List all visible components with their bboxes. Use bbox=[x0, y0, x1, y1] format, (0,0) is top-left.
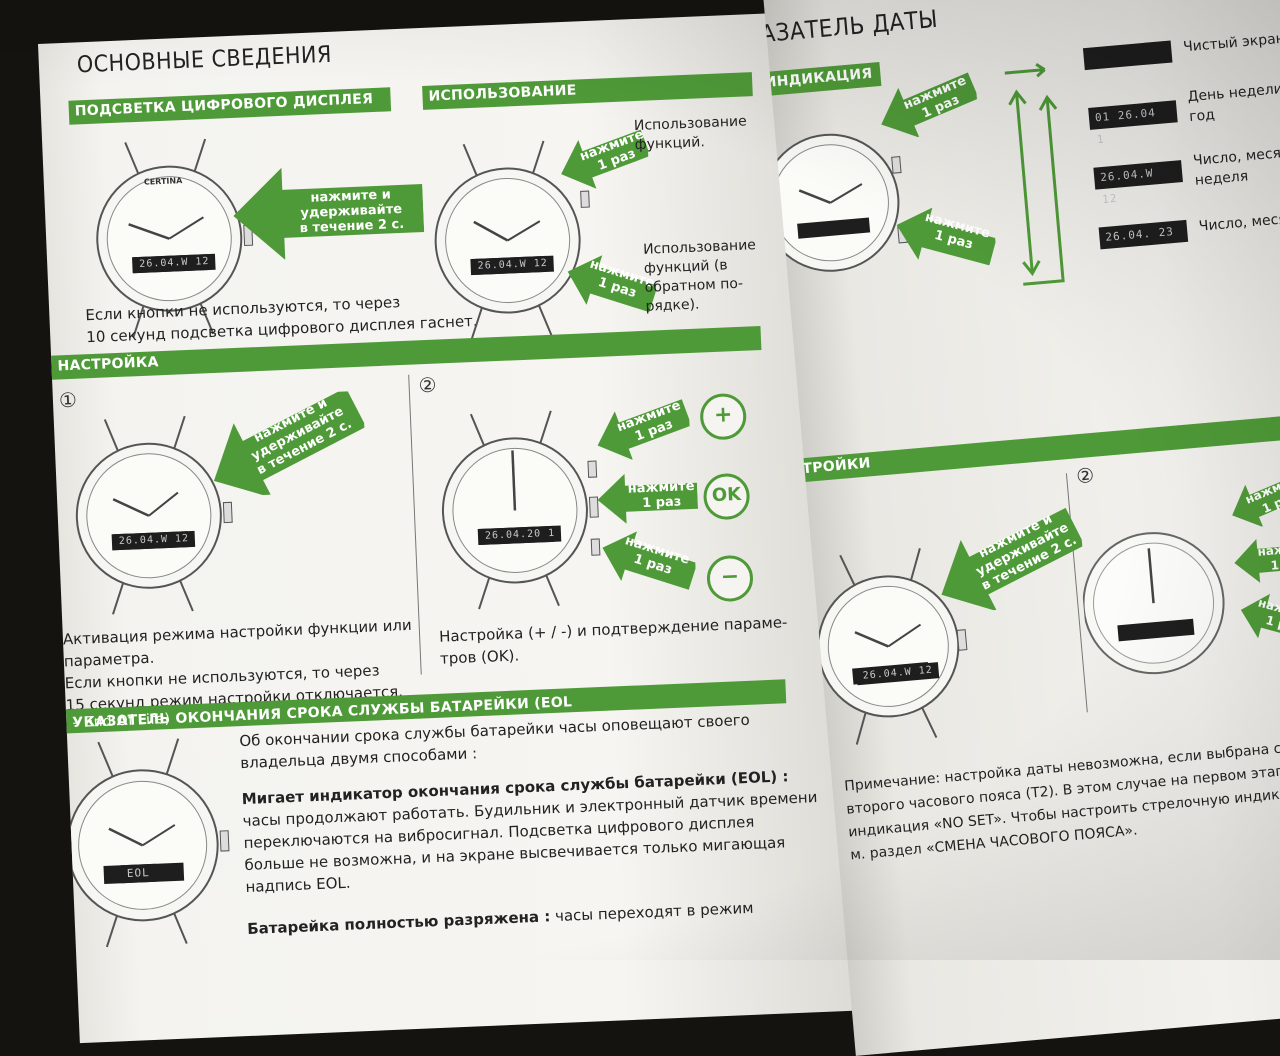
minus-button-icon: − bbox=[706, 554, 754, 603]
lcd-label-day-year: День недели, ч год bbox=[1186, 79, 1280, 126]
section-bar-indication: ИНДИКАЦИЯ bbox=[760, 61, 882, 98]
watch-lcd: 26.04.W 12 bbox=[133, 253, 216, 274]
arrow-press-once-top bbox=[561, 129, 650, 189]
arrow-settings-plus bbox=[1232, 473, 1280, 528]
watch-illustration-eol bbox=[66, 738, 230, 948]
arrow-indication-bottom bbox=[896, 207, 997, 266]
lcd-row-blank bbox=[1082, 40, 1173, 71]
arrow-settings-minus bbox=[1240, 593, 1280, 643]
arrow-settings-ok-label: нажмите 1 раз bbox=[1256, 539, 1280, 573]
arrow-press-once-bottom bbox=[567, 255, 657, 313]
watch-illustration-setting-2 bbox=[441, 410, 601, 610]
plus-button-icon: + bbox=[699, 392, 748, 441]
lcd-label-date-month: Число, месяц, bbox=[1198, 209, 1280, 235]
lcd-row-date-week: 26.04.W 12 bbox=[1093, 160, 1183, 206]
watch-lcd-eol: EOL bbox=[120, 863, 157, 884]
left-page: ОСНОВНЫЕ СВЕДЕНИЯ ПОДСВЕТКА ЦИФРОВОГО ДИ… bbox=[38, 11, 860, 1044]
section-bar-usage: ИСПОЛЬЗОВАНИЕ bbox=[422, 72, 753, 110]
page-title-partial: АЗАТЕЛЬ ДАТЫ bbox=[760, 4, 939, 49]
usage-top-text: Использование функций. bbox=[633, 113, 747, 154]
arrow-ok bbox=[597, 473, 699, 524]
arrow-minus bbox=[602, 531, 697, 590]
watch-illustration-indication bbox=[766, 133, 908, 272]
arrow-indication-top bbox=[881, 72, 979, 138]
cycle-bracket bbox=[1004, 63, 1065, 286]
eol-dead-paragraph: Батарейка полностью разряжена : часы пер… bbox=[246, 898, 754, 939]
lcd-row-date-month: 26.04. 23 bbox=[1098, 219, 1189, 250]
arrow-settings-hold-2s bbox=[941, 507, 1085, 612]
arrow-hold-2s bbox=[233, 167, 425, 260]
section-bar-backlight: ПОДСВЕТКА ЦИФРОВОГО ДИСПЛЕЯ bbox=[68, 87, 392, 125]
brand-logo: CERTINA bbox=[143, 176, 183, 187]
section-title-settings: ТРОЙКИ bbox=[801, 455, 872, 478]
lcd-label-blank: Чистый экран bbox=[1182, 30, 1280, 56]
eol-blink-paragraph: Мигает индикатор окончания срока службы … bbox=[241, 767, 818, 897]
arrow-ok-label: нажмите 1 раз bbox=[627, 478, 695, 512]
section-bar-settings: ТРОЙКИ bbox=[783, 402, 1280, 484]
section-title-usage: ИСПОЛЬЗОВАНИЕ bbox=[428, 82, 577, 105]
setting-confirm-note: Настройка (+ / -) и подтверждение параме… bbox=[438, 613, 788, 668]
arrow-setting-hold-2s bbox=[213, 390, 367, 498]
step-2-marker: ② bbox=[1075, 462, 1096, 489]
usage-bottom-text: Использование функций (в обратном по- ря… bbox=[642, 237, 757, 315]
step-1-marker: ① bbox=[58, 387, 78, 413]
watch-lcd-setting: 26.04.20 1 bbox=[478, 525, 562, 545]
ok-button-icon: OK bbox=[702, 472, 751, 521]
step-2-marker: ② bbox=[418, 372, 438, 398]
page-title: ОСНОВНЫЕ СВЕДЕНИЯ bbox=[76, 41, 333, 79]
arrow-hold-2s-label: нажмите и удерживайте в течение 2 с. bbox=[299, 187, 405, 237]
section-title-indication: ИНДИКАЦИЯ bbox=[764, 65, 874, 92]
section-title-backlight: ПОДСВЕТКА ЦИФРОВОГО ДИСПЛЕЯ bbox=[74, 91, 374, 120]
arrow-plus bbox=[597, 399, 691, 461]
lcd-label-date-week: Число, месяц, н неделя bbox=[1192, 143, 1280, 189]
right-page: АЗАТЕЛЬ ДАТЫ ИНДИКАЦИЯ нажмите 1 раз наж… bbox=[760, 0, 1280, 1056]
watch-illustration-settings-2 bbox=[1082, 532, 1225, 675]
section-title-setting: НАСТРОЙКА bbox=[57, 354, 160, 375]
arrow-settings-ok bbox=[1234, 538, 1280, 583]
lcd-row-day-year: 01 26.04 1 bbox=[1088, 100, 1178, 146]
